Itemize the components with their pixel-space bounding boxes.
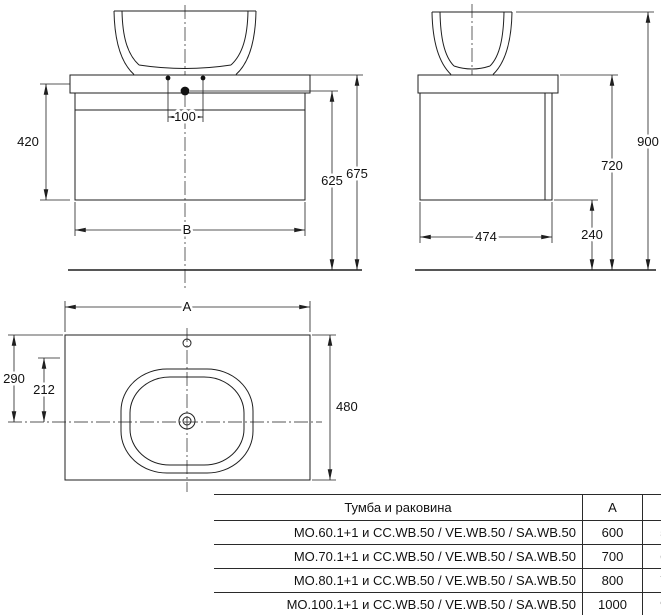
cell-model: MO.80.1+1 и CC.WB.50 / VE.WB.50 / SA.WB.… <box>214 568 583 593</box>
dim-label-900: 900 <box>637 134 659 149</box>
table-header-model: Тумба и раковина <box>214 494 583 521</box>
dim-label-625: 625 <box>321 173 343 188</box>
dim-floor-clearance-240: 240 <box>554 199 605 271</box>
top-view: A 290 212 480 <box>1 297 360 492</box>
cell-b: 593 <box>642 520 661 545</box>
dim-label-420: 420 <box>17 134 39 149</box>
dim-hole-spacing-100: 100 <box>167 80 204 127</box>
dim-label-480: 480 <box>336 399 358 414</box>
top-countertop <box>64 334 311 481</box>
dim-label-240: 240 <box>581 227 603 242</box>
front-countertop <box>69 74 311 94</box>
front-view: 420 100 625 675 B <box>17 5 370 288</box>
dim-label-212: 212 <box>33 382 55 397</box>
side-countertop <box>417 74 559 94</box>
cell-a: 600 <box>582 520 643 545</box>
cell-b: 693 <box>642 544 661 569</box>
cell-a: 1000 <box>582 592 643 615</box>
table-header-b: B <box>642 494 661 521</box>
side-cabinet <box>419 92 553 201</box>
faucet-mount-holes <box>165 75 206 81</box>
dim-drain-height-625: 625 <box>190 90 345 271</box>
spec-table: Тумба и раковина A B MO.60.1+1 и CC.WB.5… <box>214 494 661 615</box>
dim-depth-474: 474 <box>419 202 553 247</box>
cell-a: 800 <box>582 568 643 593</box>
dim-basin-offset-212: 212 <box>31 357 60 423</box>
dim-label-A: A <box>183 299 192 314</box>
dim-label-720: 720 <box>601 158 623 173</box>
dim-counter-height-720: 720 <box>560 74 625 271</box>
dim-label-290: 290 <box>3 371 25 386</box>
cell-b: 993 <box>642 592 661 615</box>
side-view: 474 240 720 900 <box>415 4 661 271</box>
cell-a: 700 <box>582 544 643 569</box>
table-row: MO.60.1+1 и CC.WB.50 / VE.WB.50 / SA.WB.… <box>214 520 661 545</box>
cell-model: MO.70.1+1 и CC.WB.50 / VE.WB.50 / SA.WB.… <box>214 544 583 569</box>
dim-total-height-900: 900 <box>516 11 661 271</box>
dim-width-A: A <box>64 297 311 332</box>
side-sink <box>431 11 513 75</box>
table-header-a: A <box>582 494 643 521</box>
dim-width-B: B <box>74 202 306 240</box>
front-cabinet <box>74 92 306 201</box>
dim-cabinet-height-420: 420 <box>17 83 70 201</box>
table-row: MO.80.1+1 и CC.WB.50 / VE.WB.50 / SA.WB.… <box>214 568 661 593</box>
dim-label-100: 100 <box>174 109 196 124</box>
dim-label-474: 474 <box>475 229 497 244</box>
dim-label-B: B <box>183 222 192 237</box>
front-sink <box>113 10 257 75</box>
basin-drain <box>178 412 196 430</box>
table-row: MO.100.1+1 и CC.WB.50 / VE.WB.50 / SA.WB… <box>214 592 661 615</box>
table-row: MO.70.1+1 и CC.WB.50 / VE.WB.50 / SA.WB.… <box>214 544 661 569</box>
cell-b: 793 <box>642 568 661 593</box>
dim-basin-center-290: 290 <box>1 334 63 423</box>
faucet-hole <box>182 338 192 348</box>
table-header-row: Тумба и раковина A B <box>214 494 661 521</box>
basin-outline <box>120 368 254 474</box>
dim-counter-height-675: 675 <box>310 74 370 271</box>
drain-hole <box>180 86 190 96</box>
dim-label-675: 675 <box>346 166 368 181</box>
cell-model: MO.100.1+1 и CC.WB.50 / VE.WB.50 / SA.WB… <box>214 592 583 615</box>
dim-counter-depth-480: 480 <box>312 334 360 481</box>
cell-model: MO.60.1+1 и CC.WB.50 / VE.WB.50 / SA.WB.… <box>214 520 583 545</box>
